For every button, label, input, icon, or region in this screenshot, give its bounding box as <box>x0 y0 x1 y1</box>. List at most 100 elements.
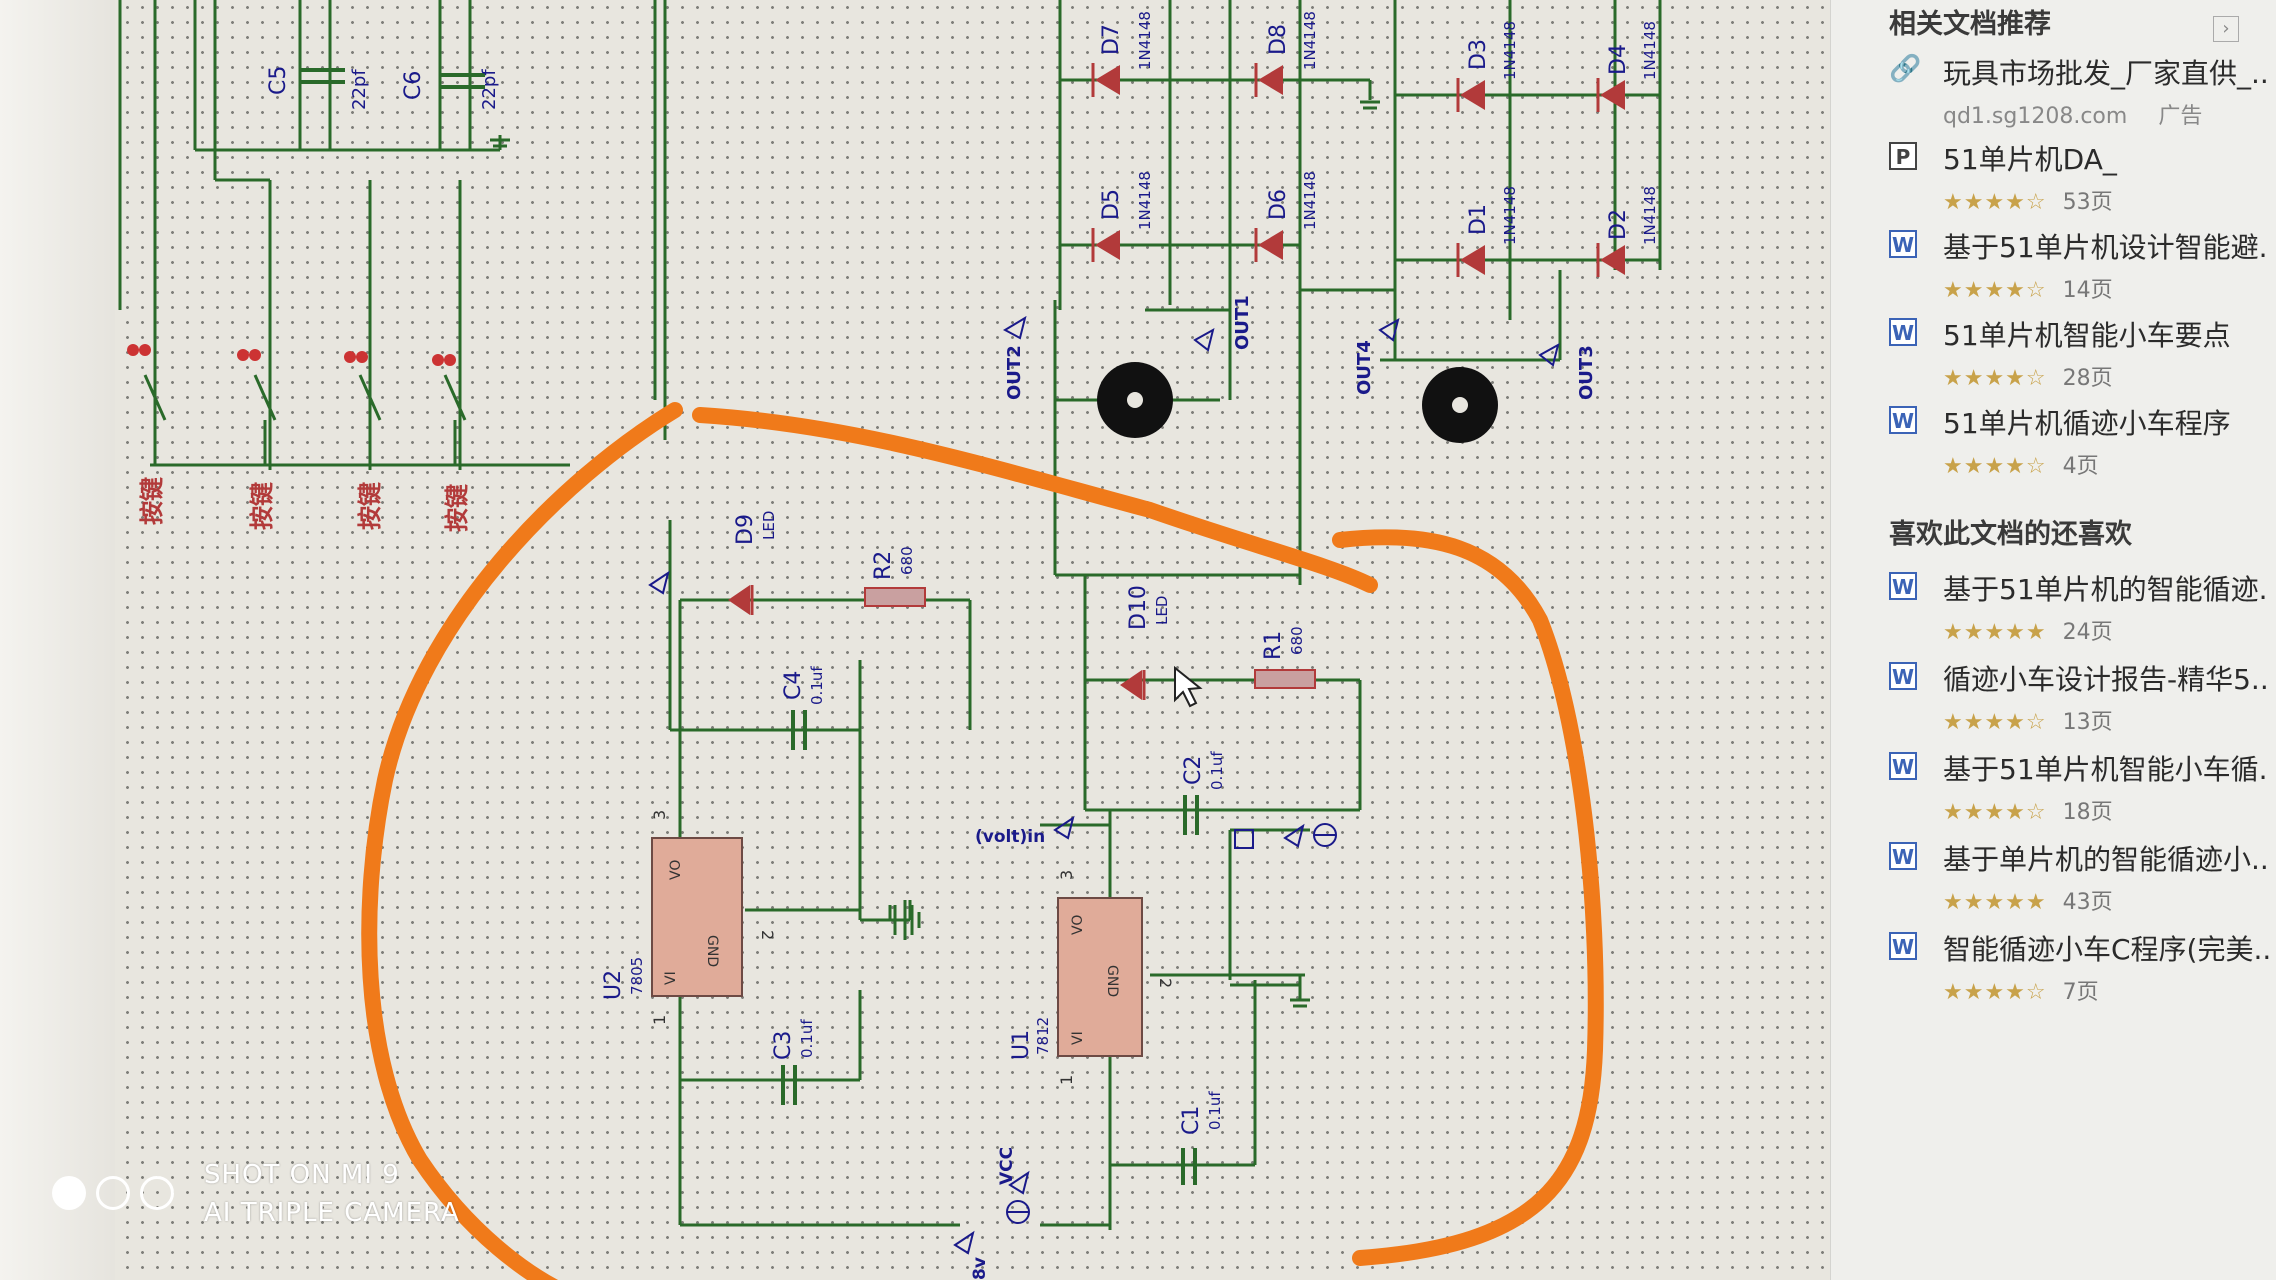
doc-item[interactable]: W 51单片机循迹小车程序 ★★★★☆ 4页 <box>1889 402 2269 482</box>
c6-label: C6 <box>401 71 426 100</box>
rating-stars: ★★★★☆ <box>1943 454 2047 479</box>
doc-title[interactable]: 基于51单片机设计智能避... <box>1943 231 2269 264</box>
net-8v: 8v <box>970 1257 990 1280</box>
schematic-drawing[interactable]: C5 22pf C6 22pf D7 1N4148 D8 1N4148 D5 1… <box>0 0 1830 1280</box>
switch-label-1: 按键 <box>138 477 166 525</box>
doc-item[interactable]: W 智能循迹小车C程序(完美... ★★★★☆ 7页 <box>1889 928 2269 1008</box>
r1-label: R1 <box>1261 631 1286 660</box>
page-count: 18页 <box>2062 800 2113 825</box>
page-count: 24页 <box>2062 620 2113 645</box>
doc-title[interactable]: 循迹小车设计报告-精华5... <box>1943 663 2269 696</box>
switch-label-3: 按键 <box>356 482 384 530</box>
c2-label: C2 <box>1181 756 1206 785</box>
page-count: 13页 <box>2062 710 2113 735</box>
collapse-button[interactable]: › <box>2213 16 2239 42</box>
doc-title[interactable]: 基于51单片机智能小车循... <box>1943 753 2269 786</box>
doc-title[interactable]: 基于单片机的智能循迹小... <box>1943 843 2269 876</box>
ppt-icon: P <box>1889 142 1917 170</box>
ad-url[interactable]: qd1.sg1208.com <box>1943 104 2128 129</box>
r2-value: 680 <box>898 546 916 575</box>
page-count: 4页 <box>2062 454 2099 479</box>
c1-label: C1 <box>1179 1106 1204 1135</box>
doc-item[interactable]: W 基于51单片机的智能循迹... ★★★★★24页 <box>1889 568 2269 648</box>
net-out2: OUT2 <box>1004 345 1025 400</box>
d4-value: 1N4148 <box>1641 21 1659 80</box>
doc-meta: ★★★★☆ 7页 <box>1943 974 2099 1006</box>
r2-label: R2 <box>871 551 896 580</box>
c6-value: 22pf <box>479 69 500 110</box>
page-count: 53页 <box>2062 190 2113 215</box>
d4-label: D4 <box>1606 44 1631 75</box>
doc-meta: ★★★★☆ 28页 <box>1943 360 2113 392</box>
ad-title[interactable]: 玩具市场批发_厂家直供_... <box>1943 57 2269 90</box>
d10-value: LED <box>1153 596 1171 625</box>
doc-title[interactable]: 51单片机智能小车要点 <box>1943 319 2231 352</box>
rating-stars: ★★★★☆ <box>1943 980 2047 1005</box>
doc-title[interactable]: 基于51单片机的智能循迹... <box>1943 573 2269 606</box>
canvas-left-margin <box>0 0 115 1280</box>
doc-item[interactable]: P 51单片机DA_ ★★★★☆ 53页 <box>1889 138 2269 218</box>
related-docs-title: 相关文档推荐 <box>1889 9 2051 40</box>
watermark-dot-outline-1 <box>96 1176 130 1210</box>
doc-meta: ★★★★★24页 <box>1943 614 2113 646</box>
doc-meta: ★★★★☆13页 <box>1943 704 2113 736</box>
word-icon: W <box>1889 572 1917 600</box>
d10-label: D10 <box>1126 585 1151 630</box>
rating-stars: ★★★★☆ <box>1943 366 2047 391</box>
doc-meta: ★★★★☆ 4页 <box>1943 448 2099 480</box>
u2-pin-2: 2 <box>758 930 777 940</box>
doc-title[interactable]: 51单片机循迹小车程序 <box>1943 407 2231 440</box>
page-count: 43页 <box>2062 890 2113 915</box>
watermark-dot-filled <box>52 1176 86 1210</box>
doc-title[interactable]: 智能循迹小车C程序(完美... <box>1943 933 2269 966</box>
net-out4: OUT4 <box>1354 340 1375 395</box>
c5-value: 22pf <box>349 69 370 110</box>
watermark-line-1: SHOT ON MI 9 <box>204 1160 400 1190</box>
u2-pin-vi: VI <box>663 971 679 985</box>
d3-value: 1N4148 <box>1501 21 1519 80</box>
u1-pin-3: 3 <box>1057 870 1076 880</box>
page-count: 28页 <box>2062 366 2113 391</box>
word-icon: W <box>1889 932 1917 960</box>
related-docs-sidebar: 相关文档推荐 › 🔗 玩具市场批发_厂家直供_... qd1.sg1208.co… <box>1830 0 2276 1280</box>
doc-item[interactable]: W 基于51单片机设计智能避... ★★★★☆ 14页 <box>1889 226 2269 306</box>
doc-meta: ★★★★☆ 14页 <box>1943 272 2113 304</box>
d7-value: 1N4148 <box>1136 11 1154 70</box>
watermark-line-2: AI TRIPLE CAMERA <box>204 1198 460 1228</box>
u1-pin-2: 2 <box>1156 978 1175 988</box>
u1-value: 7812 <box>1034 1017 1052 1055</box>
doc-meta: ★★★★☆18页 <box>1943 794 2113 826</box>
d6-value: 1N4148 <box>1301 171 1319 230</box>
u1-pin-gnd: GND <box>1104 965 1120 997</box>
link-icon: 🔗 <box>1889 54 1922 84</box>
page-count: 14页 <box>2062 278 2113 303</box>
also-liked-title: 喜欢此文档的还喜欢 <box>1889 519 2132 550</box>
c2-value: 0.1uf <box>1208 751 1226 790</box>
c4-label: C4 <box>781 671 806 700</box>
d8-value: 1N4148 <box>1301 11 1319 70</box>
u2-label: U2 <box>601 970 626 1000</box>
c3-value: 0.1uf <box>798 1019 816 1058</box>
u1-label: U1 <box>1009 1030 1034 1060</box>
d9-value: LED <box>760 511 778 540</box>
doc-meta: ★★★★★43页 <box>1943 884 2113 916</box>
d5-value: 1N4148 <box>1136 171 1154 230</box>
word-icon: W <box>1889 230 1917 258</box>
schematic-canvas[interactable] <box>0 0 1830 1280</box>
ad-item[interactable]: 🔗 玩具市场批发_厂家直供_... qd1.sg1208.com 广告 <box>1889 52 2269 132</box>
d1-value: 1N4148 <box>1501 186 1519 245</box>
page-count: 7页 <box>2062 980 2099 1005</box>
c5-label: C5 <box>266 66 291 95</box>
net-out1: OUT1 <box>1232 295 1253 350</box>
rating-stars: ★★★★☆ <box>1943 278 2047 303</box>
d5-label: D5 <box>1099 189 1124 220</box>
word-icon: W <box>1889 752 1917 780</box>
rating-stars: ★★★★☆ <box>1943 190 2047 215</box>
c4-value: 0.1uf <box>808 666 826 705</box>
word-icon: W <box>1889 406 1917 434</box>
doc-title[interactable]: 51单片机DA_ <box>1943 143 2117 176</box>
doc-item[interactable]: W 基于51单片机智能小车循... ★★★★☆18页 <box>1889 748 2269 828</box>
